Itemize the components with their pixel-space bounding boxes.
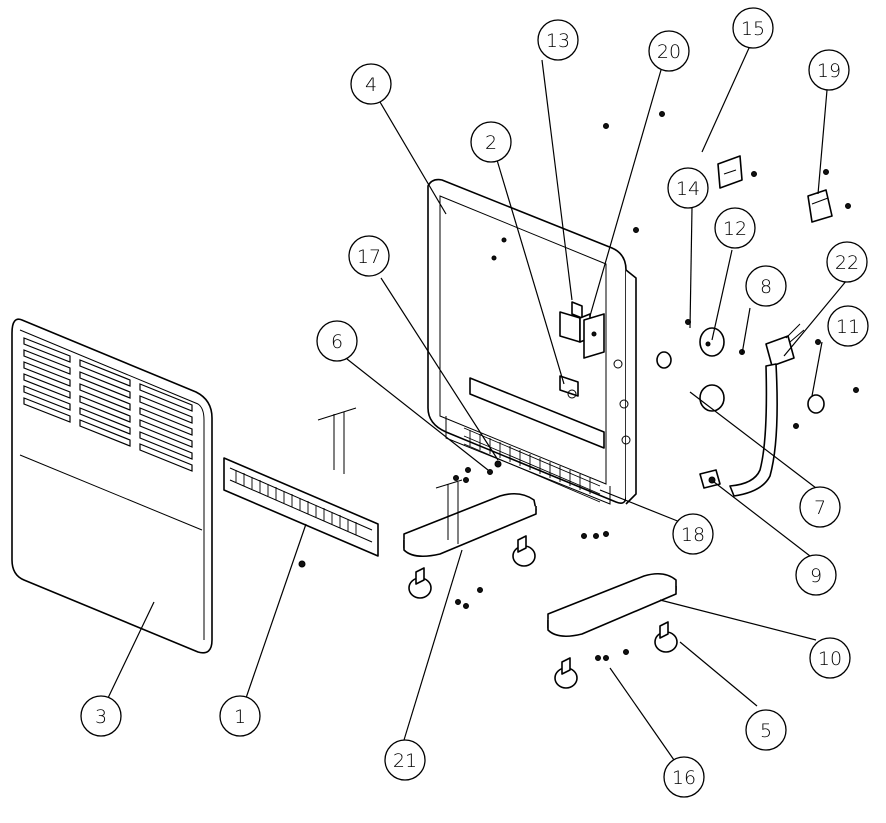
- caster-wheel: [654, 621, 678, 653]
- callout-label: 7: [814, 497, 826, 519]
- callout-label: 17: [357, 246, 381, 268]
- callout-label: 11: [836, 316, 860, 338]
- callout-20: 20: [648, 30, 690, 72]
- callout-label: 19: [817, 60, 841, 82]
- right-foot: [547, 572, 677, 638]
- callout-label: 3: [95, 706, 107, 728]
- callout-label: 6: [331, 331, 343, 353]
- caster-wheel: [512, 535, 536, 567]
- callout-label: 22: [835, 252, 859, 274]
- callout-label: 4: [365, 74, 377, 96]
- callout-14: 14: [667, 167, 709, 209]
- power-plug-cord: [699, 323, 805, 497]
- mounting-plate: [583, 313, 605, 359]
- cord-clamp: [807, 189, 833, 223]
- control-knob: [699, 327, 725, 357]
- callout-label: 12: [723, 218, 747, 240]
- grille-slots: [23, 337, 193, 472]
- callout-3: 3: [80, 695, 122, 737]
- callout-label: 8: [760, 276, 772, 298]
- knob-cap: [656, 351, 672, 369]
- callout-label: 13: [546, 30, 570, 52]
- bottom-vent-hatch: [463, 427, 601, 503]
- callout-12: 12: [714, 207, 756, 249]
- callout-2: 2: [470, 121, 512, 163]
- callout-22: 22: [826, 241, 868, 283]
- screw: [487, 469, 493, 475]
- front-grille-panel: [11, 318, 213, 654]
- callout-label: 5: [760, 720, 772, 742]
- callout-label: 16: [672, 767, 696, 789]
- callout-10: 10: [809, 637, 851, 679]
- callout-13: 13: [537, 19, 579, 61]
- callout-15: 15: [732, 7, 774, 49]
- callout-label: 1: [234, 706, 246, 728]
- callout-5: 5: [745, 709, 787, 751]
- screw: [494, 460, 502, 468]
- callout-9: 9: [795, 554, 837, 596]
- back-housing-frame: [427, 178, 637, 505]
- callout-label: 15: [741, 18, 765, 40]
- control-knob: [699, 384, 725, 412]
- callout-11: 11: [827, 305, 869, 347]
- callout-4: 4: [350, 63, 392, 105]
- callout-1: 1: [219, 695, 261, 737]
- callout-label: 10: [818, 648, 842, 670]
- callout-7: 7: [799, 486, 841, 528]
- callout-label: 18: [681, 524, 705, 546]
- callout-17: 17: [348, 235, 390, 277]
- bracket: [717, 155, 743, 189]
- screws-group: [453, 111, 859, 661]
- caster-wheel: [554, 657, 578, 689]
- callout-8: 8: [745, 265, 787, 307]
- callout-label: 2: [485, 132, 497, 154]
- callout-21: 21: [384, 739, 426, 781]
- caster-wheel: [408, 567, 432, 599]
- callout-16: 16: [663, 756, 705, 798]
- callout-18: 18: [672, 513, 714, 555]
- safety-cutout: [559, 375, 579, 399]
- leader-lines: [107, 47, 848, 761]
- callout-label: 9: [810, 565, 822, 587]
- callout-label: 20: [657, 41, 681, 63]
- element-fins: [235, 470, 357, 535]
- left-foot: [403, 479, 537, 558]
- callout-6: 6: [316, 320, 358, 362]
- heating-element: [223, 407, 379, 568]
- callout-label: 21: [393, 750, 417, 772]
- small-knob: [807, 394, 825, 414]
- callout-label: 14: [676, 178, 700, 200]
- callout-19: 19: [808, 49, 850, 91]
